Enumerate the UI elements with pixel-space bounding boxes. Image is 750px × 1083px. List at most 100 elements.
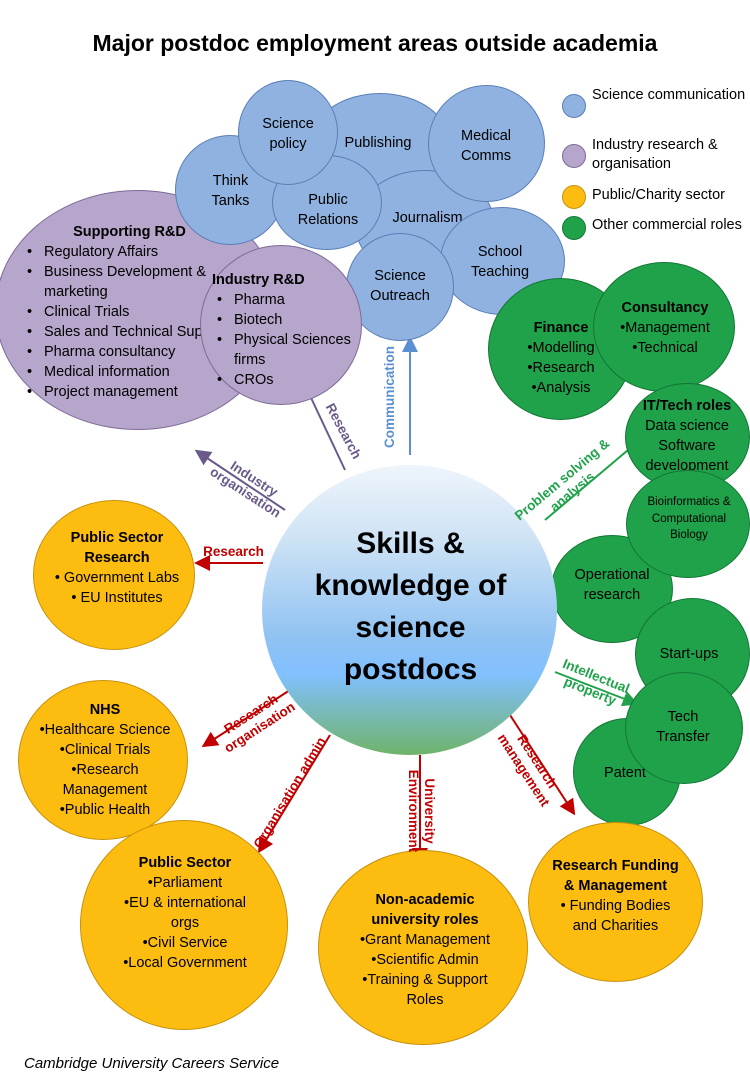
list-item: •Analysis [531, 380, 591, 396]
consultancy-heading: Consultancy [621, 300, 709, 316]
list-item: •Parliament [147, 875, 223, 891]
center-skills-label: Skills & knowledge of science postdocs [314, 527, 507, 686]
list-item-text: EU Institutes [80, 590, 163, 606]
legend-label: Other commercial roles [592, 217, 742, 233]
bioinformatics-label: Bioinformatics & Computational Biology [647, 496, 731, 541]
legend-swatch [562, 185, 586, 209]
list-item: Physical Sciences firms [212, 330, 352, 370]
nhs-heading: NHS [89, 702, 121, 718]
list-item: •Scientific Admin [371, 952, 479, 968]
supporting-rd-text: Supporting R&D Regulatory Affairs Busine… [22, 222, 237, 402]
public-sector-text: Public Sector •Parliament •EU & internat… [110, 853, 260, 973]
think-tanks-label: Think Tanks [211, 173, 250, 209]
arrow-industry-organisation [194, 449, 286, 511]
public-sector-research-text: Public Sector Research • Government Labs… [52, 528, 182, 608]
list-item: • EU Institutes [71, 590, 163, 606]
journalism-label: Journalism [392, 210, 463, 226]
research-funding-text: Research Funding & Management • Funding … [548, 856, 683, 936]
list-item-text: Government Labs [63, 570, 180, 586]
patent-label: Patent [604, 765, 646, 781]
publishing-label: Publishing [344, 135, 412, 151]
operational-research-label: Operational research [574, 567, 650, 603]
non-academic-heading: Non-academic university roles [371, 892, 479, 928]
list-item: CROs [212, 370, 352, 390]
list-item: •Public Health [59, 802, 151, 818]
public-sector-research-heading: Public Sector Research [70, 530, 164, 566]
legend-item-public-charity: Public/Charity sector [562, 185, 750, 216]
arrow-intellectual-property [554, 671, 639, 707]
list-item: •Management [620, 320, 710, 336]
non-academic-text: Non-academic university roles •Grant Man… [345, 890, 505, 1010]
list-item: Biotech [212, 310, 352, 330]
legend-item-industry: Industry research & organisation [562, 136, 750, 186]
list-item: Project management [22, 382, 237, 402]
tech-transfer-label: Tech Transfer [656, 709, 710, 745]
list-item: •Modelling [527, 340, 595, 356]
list-item: Regulatory Affairs [22, 242, 237, 262]
supporting-rd-heading: Supporting R&D [73, 224, 186, 240]
list-item: • Funding Bodies and Charities [560, 898, 671, 934]
non-academic-node [318, 850, 528, 1045]
footer-credit: Cambridge University Careers Service [24, 1055, 280, 1072]
list-item: •Training & Support Roles [362, 972, 488, 1008]
list-item: Pharma consultancy [22, 342, 237, 362]
arrow-organisation-admin [257, 734, 331, 854]
nhs-text: NHS •Healthcare Science •Clinical Trials… [30, 700, 180, 820]
list-item: •Technical [632, 340, 698, 356]
startups-label: Start-ups [659, 646, 719, 662]
arrow-problem-solving [544, 437, 644, 521]
school-teaching-label: School Teaching [470, 244, 530, 280]
consultancy-node [593, 262, 735, 392]
tech-transfer-node [625, 672, 743, 784]
research-funding-node [528, 822, 703, 982]
list-item: •Local Government [123, 955, 247, 971]
research-funding-heading: Research Funding & Management [552, 858, 679, 894]
list-item: •Research [527, 360, 595, 376]
list-item: •Grant Management [359, 932, 490, 948]
legend-swatch [562, 144, 586, 168]
it-tech-text: IT/Tech roles Data science Software deve… [628, 396, 746, 476]
public-sector-research-node [33, 500, 195, 650]
legend-swatch [562, 216, 586, 240]
science-outreach-label: Science Outreach [370, 268, 430, 304]
science-policy-label: Science policy [262, 116, 314, 152]
science-policy-node [238, 80, 338, 185]
finance-heading: Finance [533, 320, 589, 336]
list-item: • Government Labs [54, 570, 180, 586]
list-item-text: Funding Bodies and Charities [569, 898, 671, 934]
industry-rd-heading: Industry R&D [212, 272, 305, 288]
list-item: •Research Management [62, 762, 148, 798]
list-item: •EU & international orgs [124, 895, 246, 931]
finance-text: Finance •Modelling •Research •Analysis [505, 318, 617, 398]
research-red-label: Research [203, 544, 264, 559]
page-title: Major postdoc employment areas outside a… [92, 30, 658, 56]
legend-label: Public/Charity sector [592, 187, 725, 203]
arrow-research-organisation [201, 689, 291, 748]
legend-swatch [562, 94, 586, 118]
medical-comms-label: Medical Comms [461, 128, 511, 164]
list-item: Business Development & marketing [22, 262, 237, 302]
legend-item-other-commercial: Other commercial roles [562, 216, 750, 266]
public-sector-node [80, 820, 288, 1030]
list-item: •Clinical Trials [59, 742, 151, 758]
university-environment-label: University Environment [406, 769, 437, 853]
arrow-research-management [509, 714, 576, 816]
list-item: •Civil Service [142, 935, 228, 951]
list-item: •Healthcare Science [39, 722, 171, 738]
medical-comms-node [428, 85, 545, 202]
science-outreach-node [346, 233, 454, 341]
industry-rd-text: Industry R&D Pharma Biotech Physical Sci… [212, 270, 352, 390]
legend-label: Industry research & organisation [592, 137, 718, 172]
public-relations-label: Public Relations [297, 192, 359, 228]
legend-item-science-communication: Science communication [562, 86, 750, 136]
list-item: Software development [645, 438, 729, 474]
communication-label: Communication [382, 345, 397, 448]
legend-label: Science communication [592, 87, 746, 103]
list-item: Sales and Technical Support [22, 322, 237, 342]
list-item: Pharma [212, 290, 352, 310]
nhs-node [18, 680, 188, 840]
consultancy-text: Consultancy •Management •Technical [606, 298, 724, 358]
list-item: Medical information [22, 362, 237, 382]
legend: Science communication Industry research … [562, 86, 750, 266]
